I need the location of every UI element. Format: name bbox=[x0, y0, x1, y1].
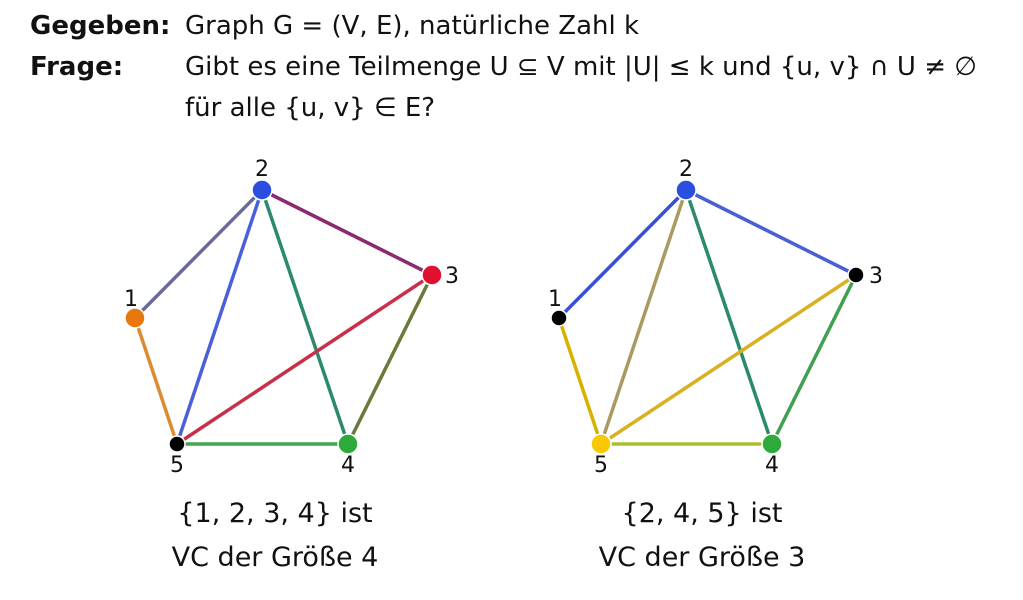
edge-3-4 bbox=[770, 274, 858, 445]
node-4 bbox=[337, 433, 359, 455]
caption-right-line1: {2, 4, 5} ist bbox=[621, 498, 783, 529]
caption-right-line2: VC der Größe 3 bbox=[598, 542, 806, 573]
question-line2: für alle {u, v} ∈ E? bbox=[185, 93, 436, 123]
node-1 bbox=[550, 309, 568, 327]
node-5 bbox=[590, 433, 612, 455]
node-3 bbox=[847, 266, 865, 284]
edge-2-4 bbox=[260, 189, 350, 445]
caption-left-line2: VC der Größe 4 bbox=[171, 542, 379, 573]
node-label-3: 3 bbox=[445, 264, 459, 289]
edge-1-2 bbox=[557, 188, 688, 320]
edge-2-3 bbox=[261, 188, 433, 277]
node-2 bbox=[251, 179, 273, 201]
edge-2-5 bbox=[175, 189, 264, 445]
edge-2-5 bbox=[599, 189, 688, 445]
given-label: Gegeben: bbox=[30, 11, 171, 41]
edge-2-3 bbox=[685, 188, 857, 277]
caption-left: {1, 2, 3, 4} ist VC der Größe 4 bbox=[125, 492, 425, 580]
node-4 bbox=[761, 433, 783, 455]
given-row: Gegeben: Graph G = (V, E), natürliche Zah… bbox=[30, 6, 639, 46]
node-label-4: 4 bbox=[341, 453, 355, 478]
edge-1-5 bbox=[133, 317, 179, 445]
question-row: Frage: Gibt es eine Teilmenge U ⊆ V mit |… bbox=[30, 47, 977, 87]
edge-1-2 bbox=[133, 188, 264, 320]
node-label-3: 3 bbox=[869, 264, 883, 289]
node-3 bbox=[421, 264, 443, 286]
edge-3-5 bbox=[176, 273, 433, 446]
question-label: Frage: bbox=[30, 52, 124, 82]
edge-3-5 bbox=[600, 273, 857, 446]
node-label-5: 5 bbox=[594, 453, 608, 478]
caption-left-line1: {1, 2, 3, 4} ist bbox=[177, 498, 373, 529]
node-label-4: 4 bbox=[765, 453, 779, 478]
node-label-2: 2 bbox=[679, 157, 693, 182]
node-1 bbox=[124, 307, 146, 329]
node-label-1: 1 bbox=[124, 287, 138, 312]
given-text: Graph G = (V, E), natürliche Zahl k bbox=[185, 11, 640, 41]
node-label-2: 2 bbox=[255, 157, 269, 182]
node-2 bbox=[675, 179, 697, 201]
node-label-5: 5 bbox=[170, 453, 184, 478]
node-label-1: 1 bbox=[548, 287, 562, 312]
caption-right: {2, 4, 5} ist VC der Größe 3 bbox=[552, 492, 852, 580]
edge-1-5 bbox=[557, 317, 603, 445]
edge-2-4 bbox=[684, 189, 774, 445]
question-line1: Gibt es eine Teilmenge U ⊆ V mit |U| ≤ k… bbox=[185, 52, 977, 82]
edge-3-4 bbox=[346, 274, 434, 445]
question-row-2: für alle {u, v} ∈ E? bbox=[185, 88, 435, 128]
node-5 bbox=[168, 435, 186, 453]
